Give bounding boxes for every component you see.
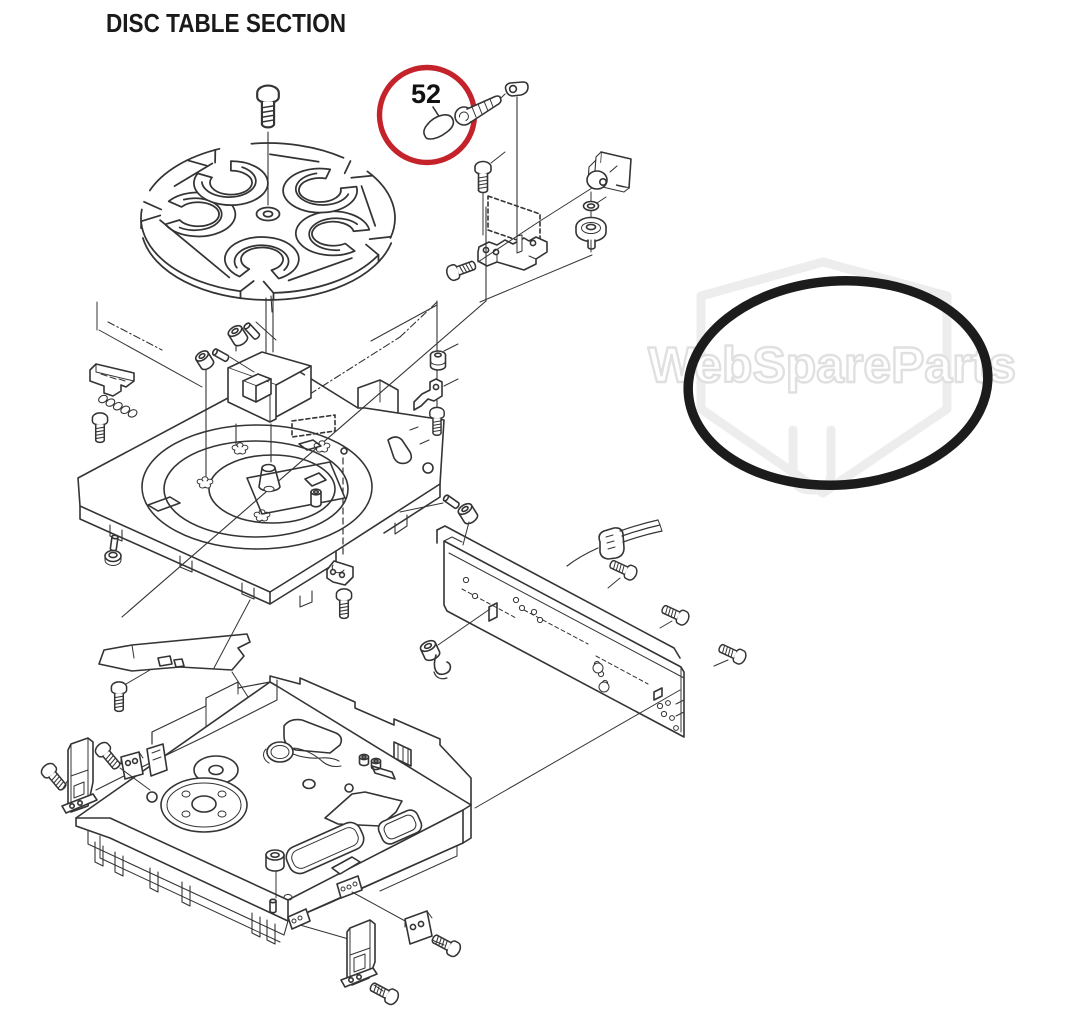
svg-text:DISC TABLE SECTION: DISC TABLE SECTION <box>106 8 346 38</box>
svg-text:WebSpareParts: WebSpareParts <box>648 337 1016 393</box>
svg-text:52: 52 <box>411 79 441 109</box>
